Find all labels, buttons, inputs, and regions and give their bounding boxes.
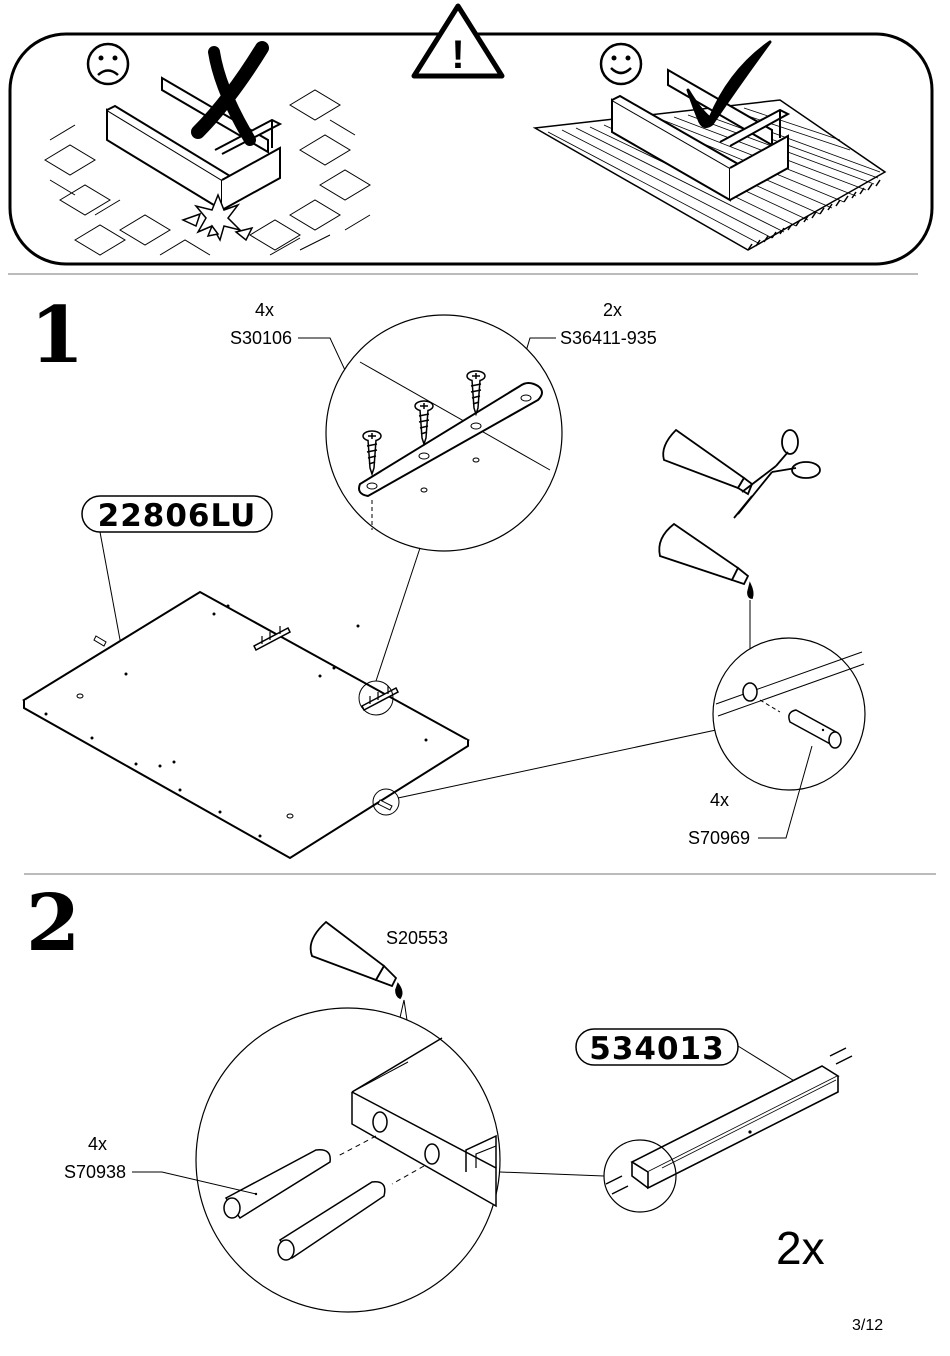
screw-icon (362, 430, 382, 477)
warning-exclamation: ! (451, 33, 464, 77)
page-number: 3/12 (852, 1317, 883, 1334)
dowel1-code-label: S70969 (688, 828, 750, 848)
screw-icon (466, 370, 486, 417)
glue-tube-icon (658, 522, 754, 599)
dowel2-code-label: S70938 (64, 1162, 126, 1182)
screw-icon (414, 400, 434, 447)
rail-part-number: 534013 (589, 1031, 724, 1067)
dowel2-qty-label: 4x (88, 1134, 107, 1154)
glue-code-label: S20553 (386, 928, 448, 948)
happy-face-icon (599, 42, 643, 86)
plate-qty-label: 2x (603, 300, 622, 320)
plate-code-label: S36411-935 (560, 328, 657, 348)
board-part-badge: 22806LU (81, 495, 273, 534)
step-2: 2 S20553 (26, 878, 853, 1313)
step-1-number: 1 (30, 290, 84, 381)
step-2-number: 2 (26, 878, 80, 969)
wrong-hard-floor-illustration (44, 41, 371, 256)
glue-tube-scissors-icon (662, 428, 821, 519)
dowel1-qty-label: 4x (710, 790, 729, 810)
glue-tube-icon (309, 920, 403, 1000)
wrong-cross-icon (191, 41, 269, 146)
screw-qty-label: 4x (255, 300, 274, 320)
screw-code-label: S30106 (230, 328, 292, 348)
rail-illustration (630, 1065, 840, 1190)
joint-detail-circle (195, 1007, 501, 1313)
step-1: 1 4x S30106 2x S36411-935 (22, 290, 866, 860)
correct-check-icon (686, 40, 772, 129)
rail-part-badge: 534013 (575, 1028, 739, 1067)
warning-triangle-icon: ! (411, 3, 505, 79)
impact-star-icon (193, 192, 243, 242)
step2-repeat-label: 2x (776, 1222, 825, 1274)
warning-panel: ! (8, 3, 934, 266)
dowel-detail-circle (712, 637, 866, 791)
sad-face-icon (86, 42, 130, 86)
plate-detail-circle (325, 314, 563, 552)
board-illustration (22, 590, 470, 860)
board-part-number: 22806LU (98, 498, 257, 534)
correct-rug-illustration (532, 40, 887, 251)
